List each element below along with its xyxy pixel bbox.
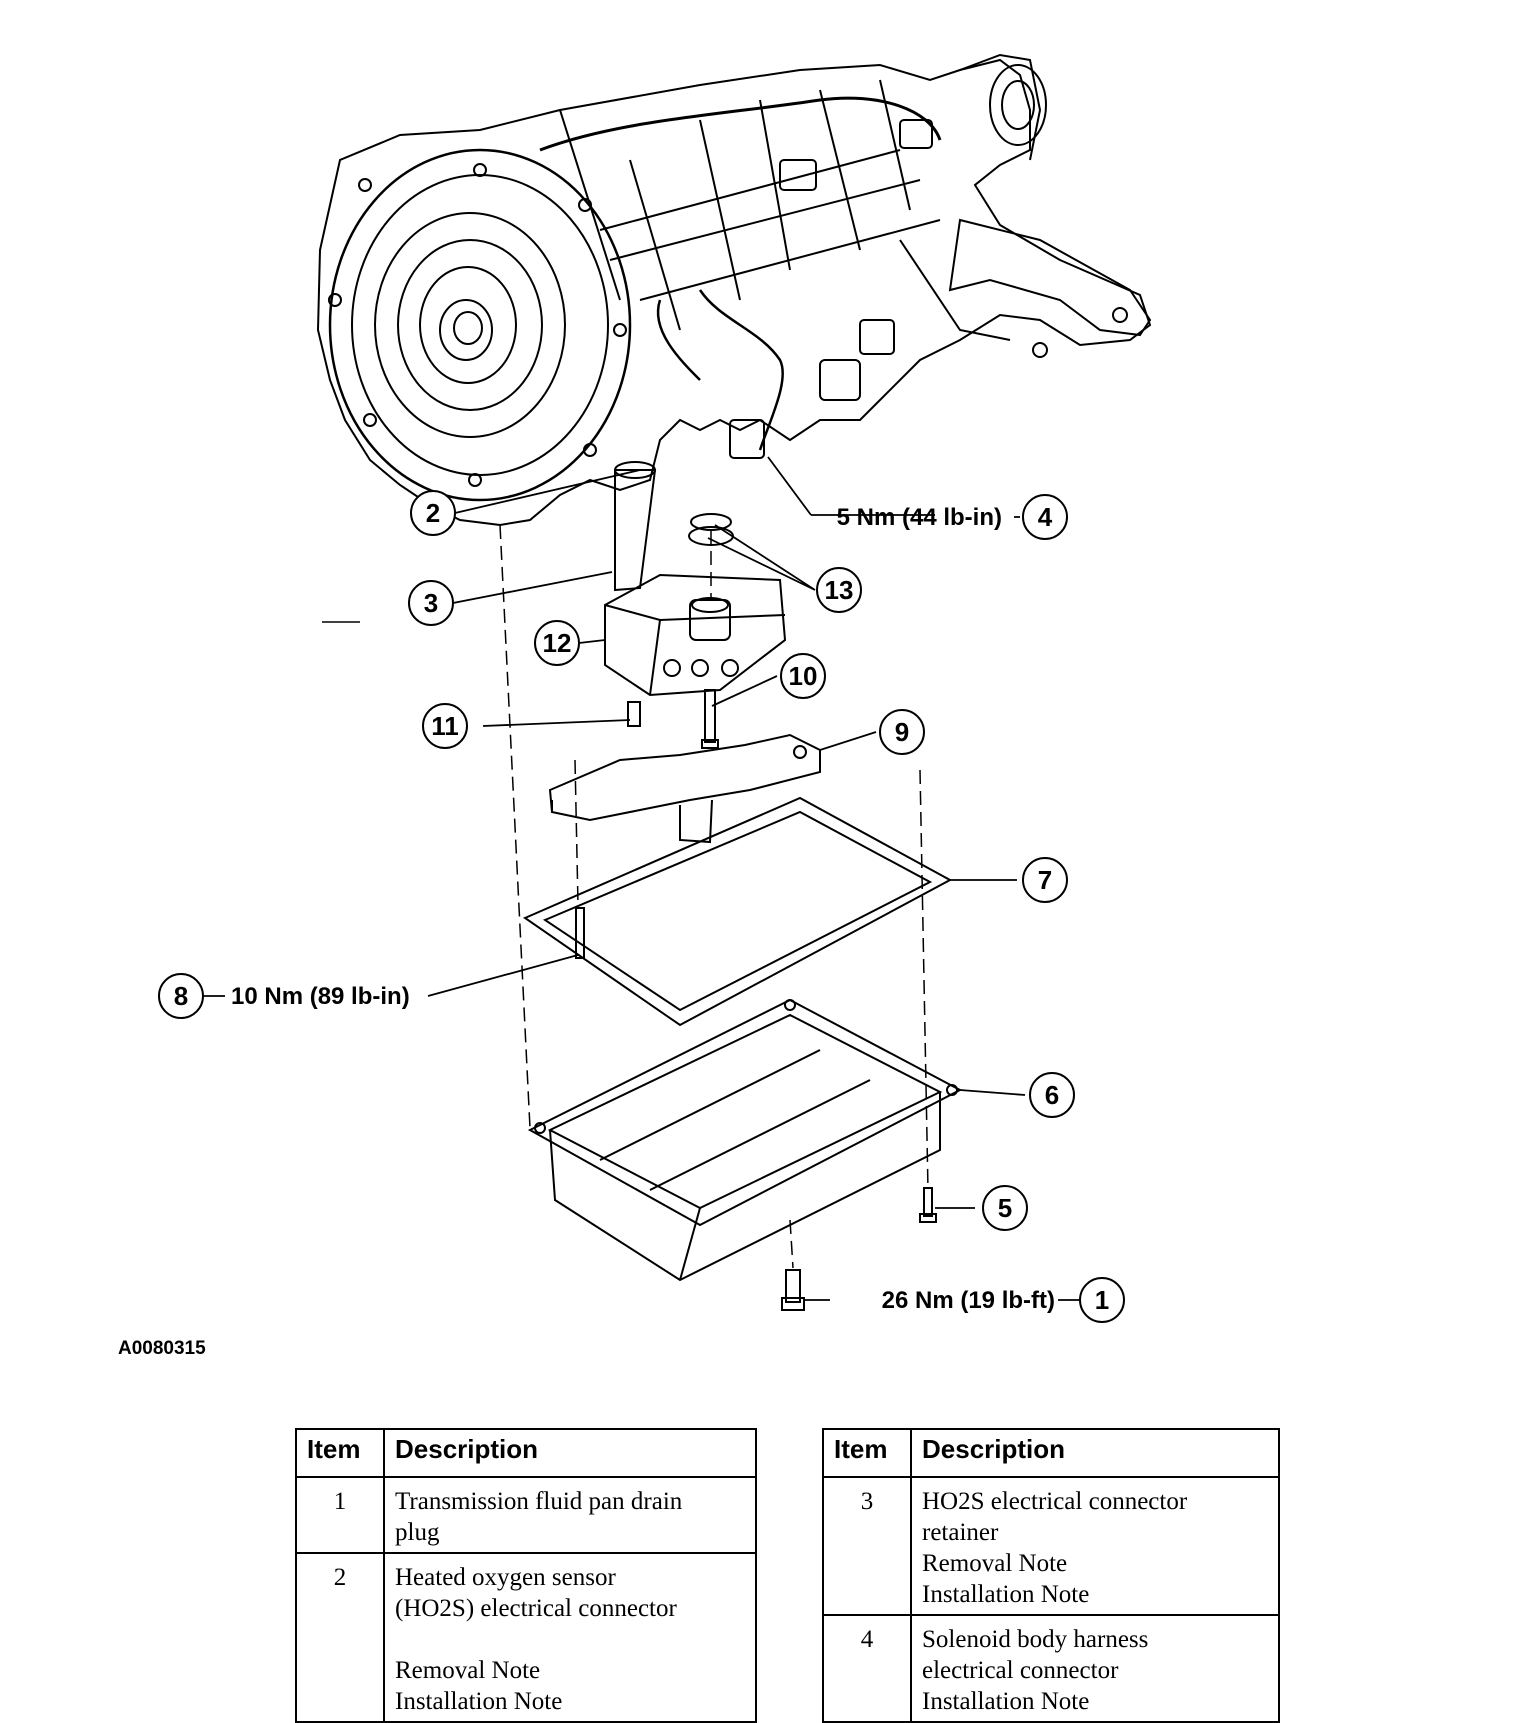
callout-11: 11: [422, 703, 468, 749]
fluid-filter: [548, 733, 821, 844]
column-header-description: Description: [383, 1428, 757, 1478]
callout-9: 9: [879, 709, 925, 755]
table-row: 3 HO2S electrical connector retainer Rem…: [822, 1476, 1280, 1616]
svg-text:5: 5: [998, 1193, 1012, 1223]
item-number: 2: [295, 1552, 385, 1723]
callout-8: 8 10 Nm (89 lb-in): [158, 973, 410, 1019]
exploded-transmission-diagram: 1 26 Nm (19 lb-ft) 2 3 4 5 Nm (44 lb-in)…: [158, 53, 1152, 1323]
description-line: Solenoid body harness: [922, 1626, 1149, 1653]
item-description: Solenoid body harness electrical connect…: [910, 1614, 1280, 1723]
torque-spec-4: 5 Nm (44 lb-in): [837, 504, 1002, 531]
description-line: (HO2S) electrical connector: [395, 1595, 677, 1622]
svg-text:1: 1: [1095, 1285, 1109, 1315]
callout-2: 2: [410, 490, 456, 536]
leader-lines: [204, 456, 1080, 1301]
alignment-lines: [499, 524, 929, 1269]
parts-table-left: Item Description 1 Transmission fluid pa…: [295, 1428, 757, 1723]
callout-13: 13: [816, 567, 862, 613]
callout-7: 7: [1022, 857, 1068, 903]
description-line: Heated oxygen sensor: [395, 1564, 616, 1591]
item-description: Heated oxygen sensor (HO2S) electrical c…: [383, 1552, 757, 1723]
description-line: Installation Note: [922, 1688, 1090, 1715]
transmission-assembly: [316, 53, 1152, 527]
description-line: Removal Note: [922, 1550, 1068, 1577]
callout-5: 5: [982, 1185, 1028, 1231]
svg-text:12: 12: [543, 628, 572, 658]
item-description: HO2S electrical connector retainer Remov…: [910, 1476, 1280, 1616]
solenoid-body: [604, 573, 787, 697]
item-description: Transmission fluid pan drain plug: [383, 1476, 757, 1554]
description-line: plug: [395, 1519, 440, 1546]
svg-text:3: 3: [424, 588, 438, 618]
table-row: 2 Heated oxygen sensor (HO2S) electrical…: [295, 1552, 757, 1723]
table-row: 1 Transmission fluid pan drain plug: [295, 1476, 757, 1554]
svg-text:4: 4: [1038, 502, 1053, 532]
column-header-item: Item: [822, 1428, 912, 1478]
item-number: 4: [822, 1614, 912, 1723]
table-header-row: Item Description: [822, 1428, 1280, 1478]
svg-text:7: 7: [1038, 865, 1052, 895]
drain-plug: [781, 1269, 805, 1311]
callout-1: 1 26 Nm (19 lb-ft): [882, 1277, 1125, 1323]
fluid-pan: [527, 998, 963, 1282]
description-line: HO2S electrical connector: [922, 1488, 1188, 1515]
callout-3: 3: [408, 580, 454, 626]
description-line: retainer: [922, 1519, 999, 1546]
column-header-description: Description: [910, 1428, 1280, 1478]
table-row: 4 Solenoid body harness electrical conne…: [822, 1614, 1280, 1723]
parts-table-right: Item Description 3 HO2S electrical conne…: [822, 1428, 1280, 1723]
solenoid-bolts: [627, 689, 719, 749]
svg-text:6: 6: [1045, 1080, 1059, 1110]
svg-text:2: 2: [426, 498, 440, 528]
description-line: electrical connector: [922, 1657, 1119, 1684]
svg-text:13: 13: [825, 575, 854, 605]
callout-10: 10: [780, 653, 826, 699]
pan-gasket: [522, 796, 953, 1027]
callout-6: 6: [1029, 1072, 1075, 1118]
callout-4: 4 5 Nm (44 lb-in): [837, 494, 1068, 540]
column-header-item: Item: [295, 1428, 385, 1478]
svg-text:10: 10: [789, 661, 818, 691]
figure-id: A0080315: [118, 1338, 206, 1359]
svg-text:8: 8: [174, 981, 188, 1011]
ho2s-connector-retainer: [614, 461, 657, 592]
svg-text:9: 9: [895, 717, 909, 747]
torque-spec-1: 26 Nm (19 lb-ft): [882, 1287, 1055, 1314]
pan-bolt: [919, 1187, 937, 1223]
description-line: Installation Note: [395, 1688, 563, 1715]
pan-bolt-torque: [575, 907, 585, 959]
description-spacer: [395, 1624, 745, 1655]
description-line: Removal Note: [395, 1657, 541, 1684]
description-line: Installation Note: [922, 1581, 1090, 1608]
svg-text:11: 11: [431, 711, 459, 741]
torque-spec-8: 10 Nm (89 lb-in): [231, 983, 410, 1010]
callout-12: 12: [534, 620, 580, 666]
item-number: 1: [295, 1476, 385, 1554]
description-line: Transmission fluid pan drain: [395, 1488, 683, 1515]
table-header-row: Item Description: [295, 1428, 757, 1478]
item-number: 3: [822, 1476, 912, 1616]
